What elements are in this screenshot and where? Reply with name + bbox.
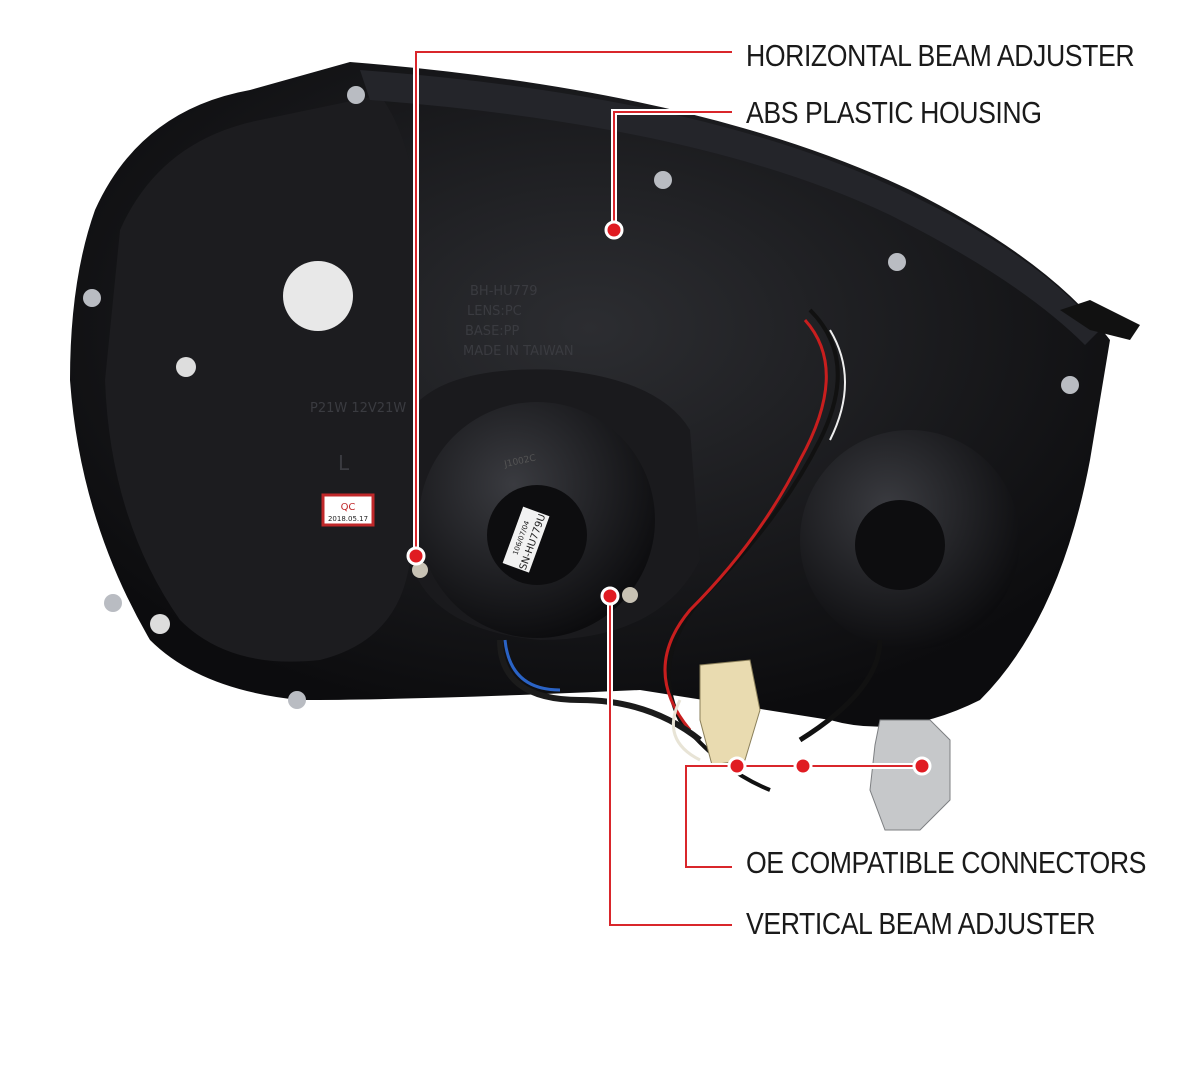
callout-oe-compatible-connectors: OE COMPATIBLE CONNECTORS <box>746 845 1147 880</box>
housing-dot <box>604 220 624 240</box>
connector-dot <box>912 756 932 776</box>
screws <box>83 86 1079 709</box>
connector-dot <box>793 756 813 776</box>
callout-vertical-beam-adjuster: VERTICAL BEAM ADJUSTER <box>746 906 1096 941</box>
callout-abs-plastic-housing: ABS PLASTIC HOUSING <box>746 95 1042 130</box>
vertical-adjuster-leader <box>609 596 732 926</box>
bulb-spec: P21W 12V21W <box>310 401 406 416</box>
mold-line-3: BASE:PP <box>465 324 519 339</box>
housing-rim <box>360 70 1100 345</box>
connector-dot <box>727 756 747 776</box>
side-marking: L <box>338 451 350 475</box>
horizontal-adjuster-dot <box>406 546 426 566</box>
mold-line-4: MADE IN TAIWAN <box>463 344 574 359</box>
housing-vent-hole <box>283 261 353 331</box>
callout-dots <box>406 220 932 776</box>
qc-label: QC <box>341 502 356 513</box>
vertical-adjuster-dot <box>600 586 620 606</box>
qc-sticker: QC 2018.05.17 <box>321 493 375 527</box>
callout-horizontal-beam-adjuster: HORIZONTAL BEAM ADJUSTER <box>746 38 1135 73</box>
wiring-harness <box>497 308 883 792</box>
gray-connector <box>869 719 951 831</box>
mold-line-2: LENS:PC <box>467 304 522 319</box>
horizontal-adjuster-leader <box>415 51 732 556</box>
yellow-connector <box>699 659 761 766</box>
mold-text: BH-HU779 LENS:PC BASE:PP MADE IN TAIWAN … <box>310 284 574 475</box>
qc-date: 2018.05.17 <box>328 515 368 523</box>
housing-leader <box>613 111 732 230</box>
mold-line-1: BH-HU779 <box>470 284 538 299</box>
